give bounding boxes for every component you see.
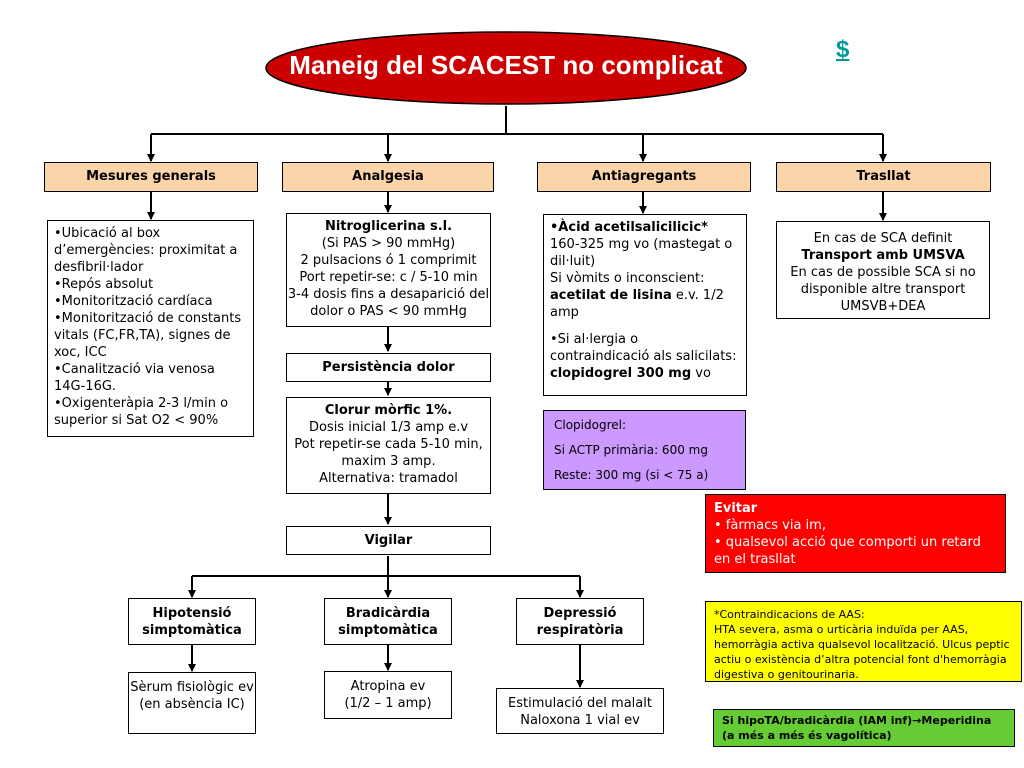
- trasllat-line: En cas de possible SCA si no disponible …: [790, 265, 976, 314]
- mesures-generals-box: •Ubicació al box d’emergències: proximit…: [47, 220, 254, 437]
- vigilar-box: Vigilar: [286, 526, 491, 555]
- treatment-line: Naloxona 1 vial ev: [520, 713, 640, 728]
- nitroglicerina-box: Nitroglicerina s.l. (Si PAS > 90 mmHg) 2…: [286, 213, 491, 327]
- aas-allergy: •Si al·lergia o contraindicació als sali…: [550, 332, 737, 364]
- page-title: Maneig del SCACEST no complicat: [289, 50, 723, 80]
- aas-box: •Àcid acetilsalicilicic* 160-325 mg vo (…: [543, 214, 747, 396]
- mesures-item: •Repós absolut: [54, 277, 154, 292]
- nitroglicerina-title: Nitroglicerina s.l.: [324, 219, 453, 234]
- title-ellipse: [265, 31, 747, 105]
- treatment-line: (en absència IC): [139, 697, 245, 712]
- treatment-line: Sèrum fisiològic ev: [130, 680, 254, 695]
- nitroglicerina-line: 3-4 dosis fins a desaparició del dolor o…: [287, 287, 490, 319]
- aas-clopidogrel: clopidogrel 300 mg: [550, 366, 692, 381]
- treatment-line: Atropina ev: [350, 679, 426, 694]
- clorur-morfic-line: Dosis inicial 1/3 amp e.v: [308, 420, 469, 435]
- header-antiagregants: Antiagregants: [537, 162, 751, 192]
- clorur-morfic-title: Clorur mòrfic 1%.: [324, 403, 453, 418]
- clorur-morfic-box: Clorur mòrfic 1%. Dosis inicial 1/3 amp …: [286, 397, 491, 494]
- depressio-treatment-box: Estimulació del malalt Naloxona 1 vial e…: [496, 688, 664, 734]
- mesures-item: •Monitorització de constants vitals (FC,…: [54, 311, 242, 360]
- dollar-link[interactable]: $: [836, 36, 850, 63]
- contraindicacions-text: HTA severa, asma o urticària induïda per…: [714, 623, 1010, 681]
- clopidogrel-line: Clopidogrel:: [554, 418, 627, 432]
- header-mesures-generals: Mesures generals: [44, 162, 258, 192]
- aas-clopidogrel-route: vo: [691, 366, 711, 381]
- hipota-note-box: Si hipoTA/bradicàrdia (IAM inf)→Meperidi…: [713, 709, 1015, 747]
- clorur-morfic-line: Pot repetir-se cada 5-10 min, maxim 3 am…: [294, 437, 483, 469]
- contraindicacions-title: *Contraindicacions de AAS:: [714, 608, 865, 621]
- aas-acetilat: acetilat de lisina: [550, 288, 672, 303]
- mesures-item: •Ubicació al box d’emergències: proximit…: [54, 226, 238, 275]
- treatment-line: Estimulació del malalt: [508, 696, 652, 711]
- bradicardia-box: Bradicàrdia simptomàtica: [324, 598, 452, 645]
- trasllat-line: En cas de SCA definit: [813, 231, 953, 246]
- trasllat-box: En cas de SCA definit Transport amb UMSV…: [776, 221, 990, 319]
- aas-title: •Àcid acetilsalicilicic*: [550, 220, 708, 235]
- nitroglicerina-line: (Si PAS > 90 mmHg): [321, 236, 456, 251]
- clopidogrel-box: Clopidogrel: Si ACTP primària: 600 mg Re…: [543, 410, 746, 490]
- evitar-title: Evitar: [714, 501, 758, 516]
- persistencia-dolor-box: Persistència dolor: [286, 353, 491, 382]
- evitar-item: • fàrmacs via im,: [714, 518, 826, 533]
- bradicardia-treatment-box: Atropina ev (1/2 – 1 amp): [324, 671, 452, 719]
- clopidogrel-line: Si ACTP primària: 600 mg: [554, 443, 708, 457]
- header-trasllat: Trasllat: [776, 162, 991, 192]
- trasllat-umsva: Transport amb UMSVA: [801, 248, 965, 263]
- header-analgesia: Analgesia: [282, 162, 494, 192]
- evitar-box: Evitar • fàrmacs via im, • qualsevol acc…: [705, 494, 1006, 573]
- aas-acetilat-dose: e.v. 1/2 amp: [550, 288, 724, 320]
- mesures-item: •Oxigenteràpia 2-3 l/min o superior si S…: [54, 396, 229, 428]
- clorur-morfic-line: Alternativa: tramadol: [319, 471, 458, 486]
- contraindicacions-box: *Contraindicacions de AAS: HTA severa, a…: [705, 601, 1022, 682]
- hipotensio-box: Hipotensió simptomàtica: [128, 598, 256, 645]
- nitroglicerina-line: Port repetir-se: c / 5-10 min: [299, 270, 478, 285]
- evitar-item: • qualsevol acció que comporti un retard…: [714, 535, 981, 567]
- aas-dose: 160-325 mg vo (mastegat o dil·luit): [550, 237, 733, 269]
- depressio-box: Depressió respiratòria: [516, 598, 644, 645]
- hipotensio-treatment-box: Sèrum fisiològic ev (en absència IC): [128, 672, 256, 734]
- mesures-item: •Monitorització cardíaca: [54, 294, 213, 309]
- mesures-item: •Canalització via venosa 14G-16G.: [54, 362, 215, 394]
- treatment-line: (1/2 – 1 amp): [344, 696, 432, 711]
- aas-vomits: Si vòmits o inconscient:: [550, 271, 705, 286]
- clopidogrel-line: Reste: 300 mg (si < 75 a): [554, 468, 709, 482]
- nitroglicerina-line: 2 pulsacions ó 1 comprimit: [300, 253, 477, 268]
